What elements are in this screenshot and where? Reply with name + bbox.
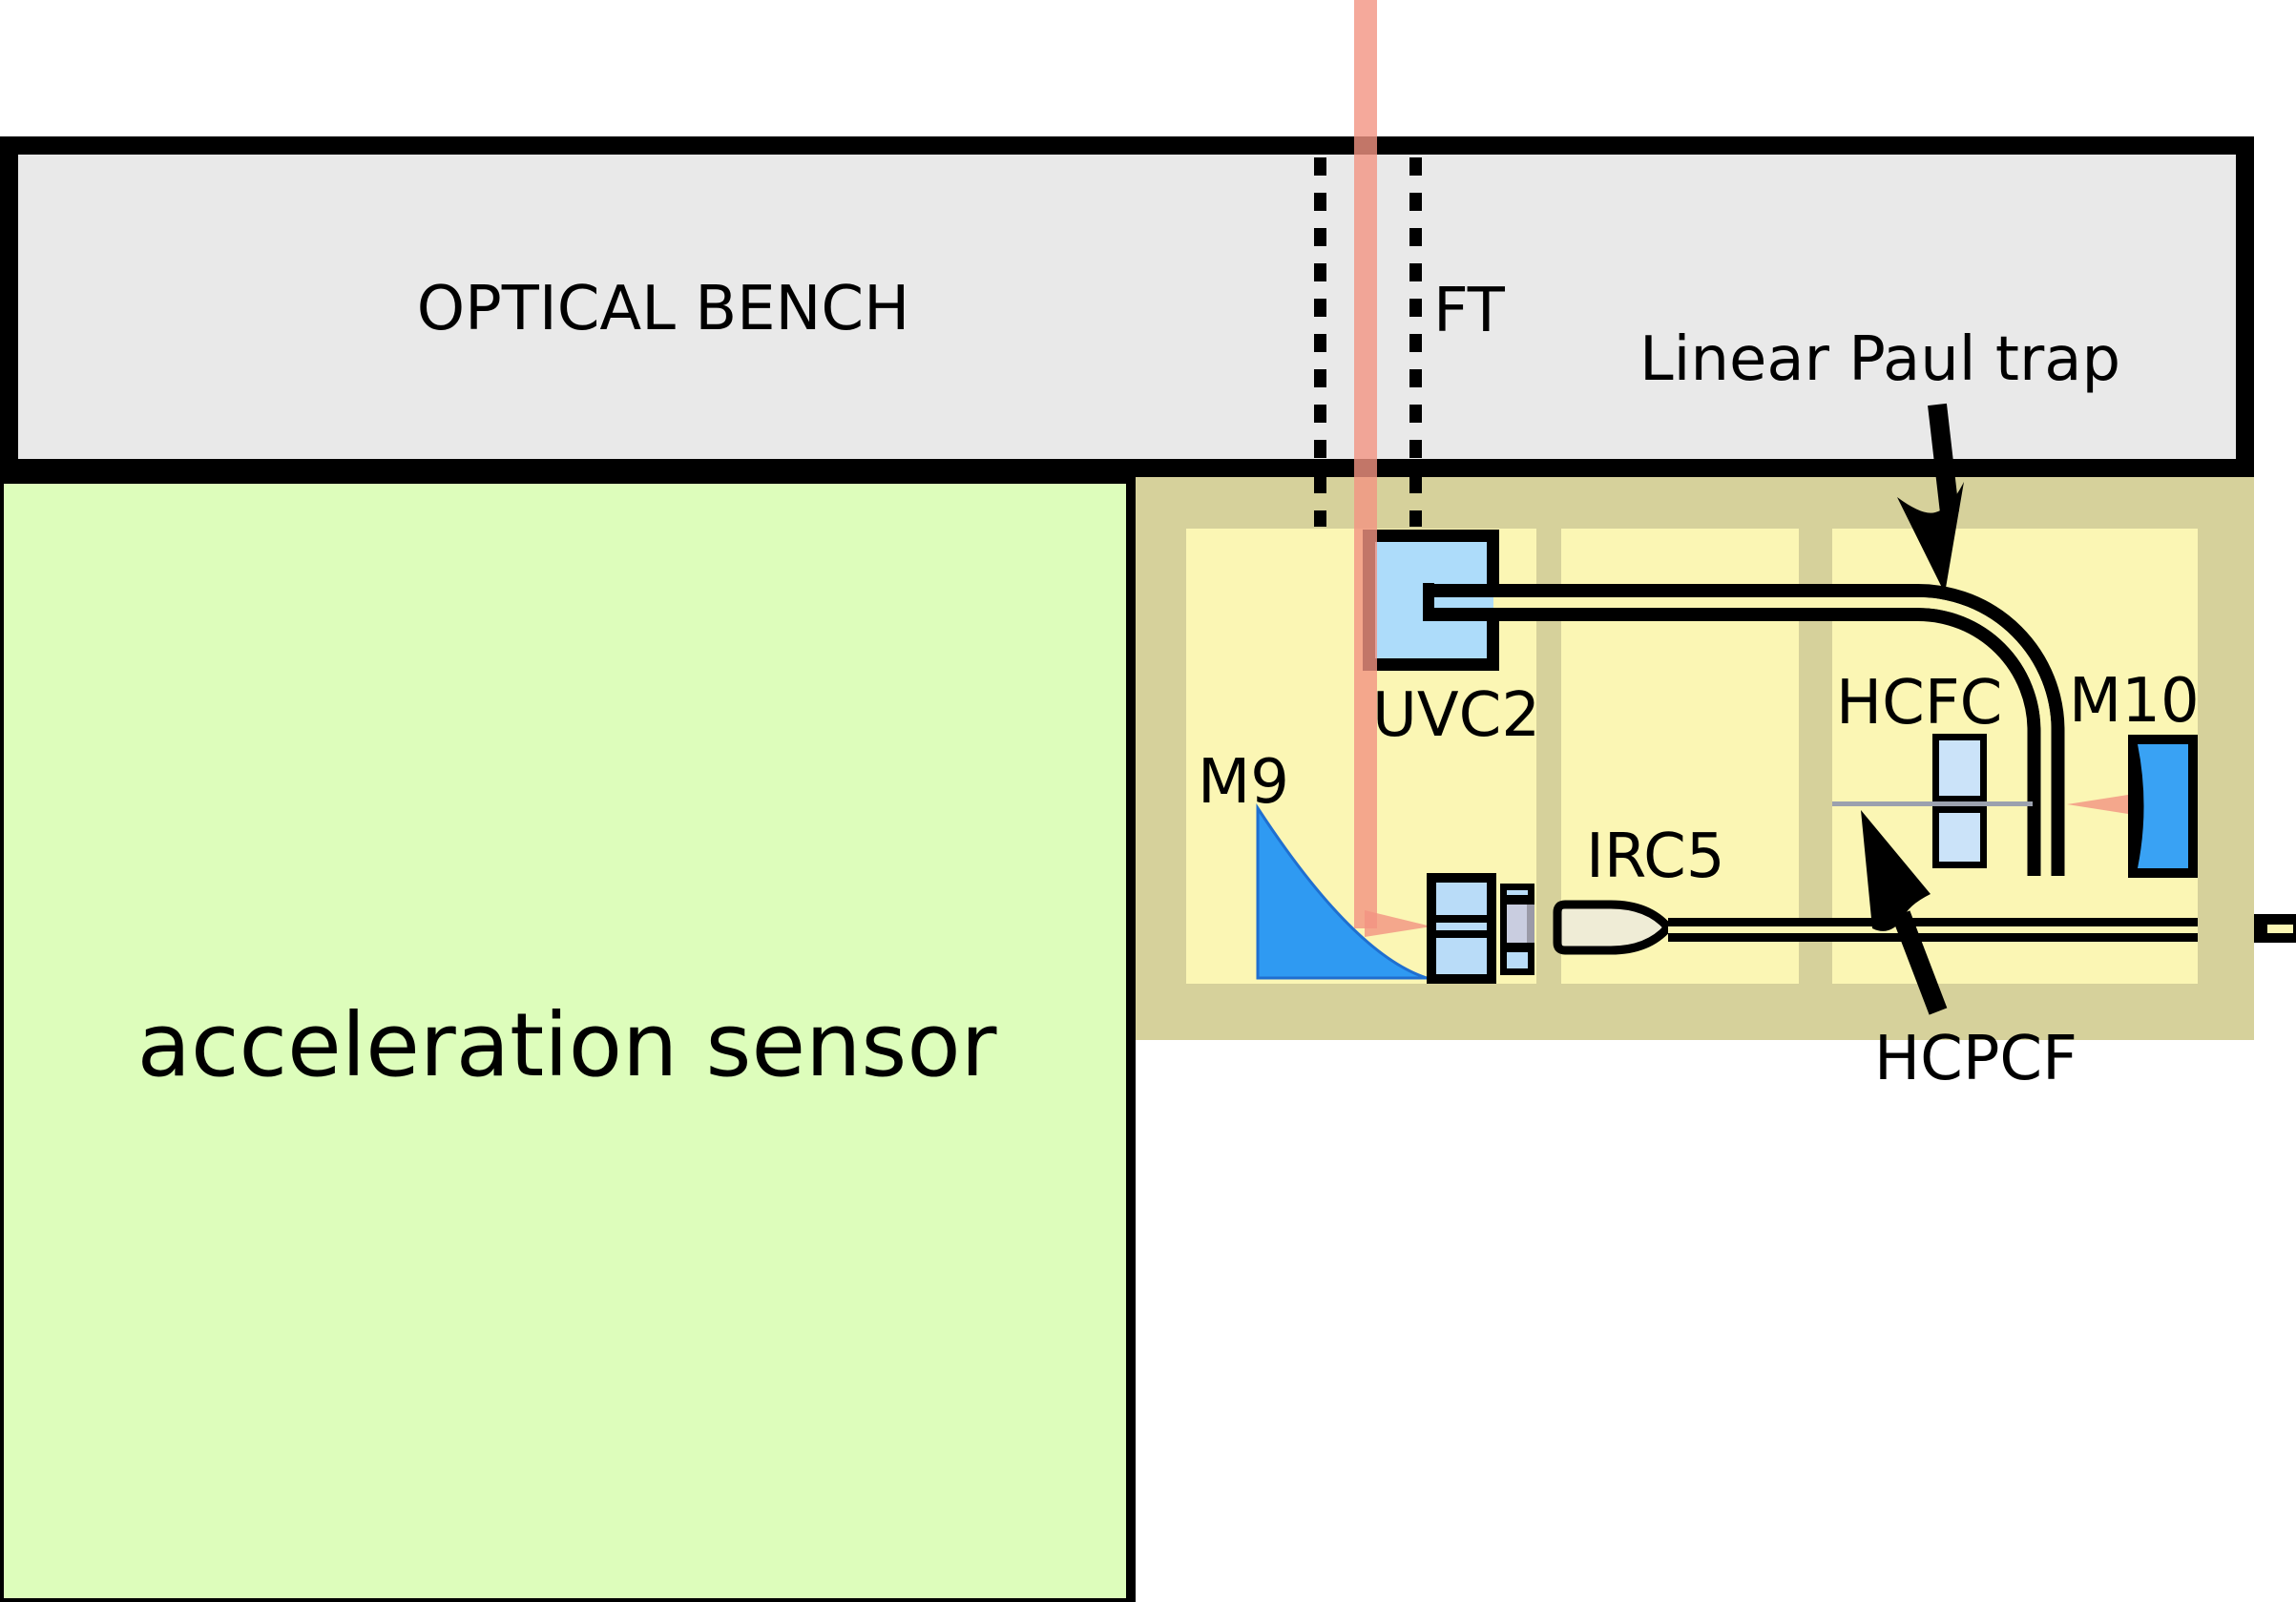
fiber-core-in-cube [1434,597,1493,608]
m9-mirror [1256,802,1428,980]
m10-label: M10 [2069,666,2200,737]
hcpcf-thin-fiber-line [1832,801,2033,806]
irc5-mount [1427,873,1496,984]
irc5-ferrule-line-top [1500,895,1534,905]
linear-paul-trap-label: Linear Paul trap [1639,324,2121,395]
irc5-slit-line-bottom [1427,930,1496,938]
optical-bench-box [0,136,2254,477]
irc5-slit-line-top [1427,915,1496,923]
trap-fiber-outer-line [1431,584,2065,876]
irc5-ferrule-tip [1527,905,1534,943]
acceleration-sensor-label: acceleration sensor [136,994,997,1096]
feedthrough-dashed-line-left [1314,157,1326,527]
optical-bench-label: OPTICAL BENCH [416,274,910,344]
irc5-lensed-taper [1553,900,1674,955]
laser-beam-focused [1365,910,1431,937]
hcpcf-fiber-top-line [1668,918,2198,926]
laser-beam-to-m10 [2067,795,2128,814]
uvc2-label: UVC2 [1372,680,1541,751]
acceleration-sensor-box [0,474,1136,1602]
hcfc-label: HCFC [1836,668,2003,739]
hcpcf-fiber-bottom-line [1668,933,2198,942]
hcpcf-arrow-head [1861,810,1931,931]
paul-trap-arrow-head [1897,482,1964,593]
feedthrough-label: FT [1433,276,1505,346]
irc5-ferrule [1507,905,1529,943]
irc5-label: IRC5 [1586,822,1725,892]
feedthrough-dashed-line-right [1409,157,1422,527]
trap-fiber-inner-line [1431,608,2041,876]
hcpcf-label: HCPCF [1874,1024,2077,1094]
trap-fiber-core [1493,597,2052,871]
hcpcf-fiber-core [1668,926,2198,933]
laser-beam-vertical [1354,0,1377,928]
irc5-ferrule-line-bottom [1500,943,1534,952]
fiber-exit-stub-core [2267,925,2293,933]
m10-mirror [2138,744,2188,868]
paul-trap-arrow-shaft [1928,403,1959,514]
hcpcf-arrow-shaft [1891,910,1948,1015]
hcfc-block-top [1932,734,1987,802]
m9-label: M9 [1198,747,1289,818]
hcfc-block-bottom [1932,806,1987,868]
